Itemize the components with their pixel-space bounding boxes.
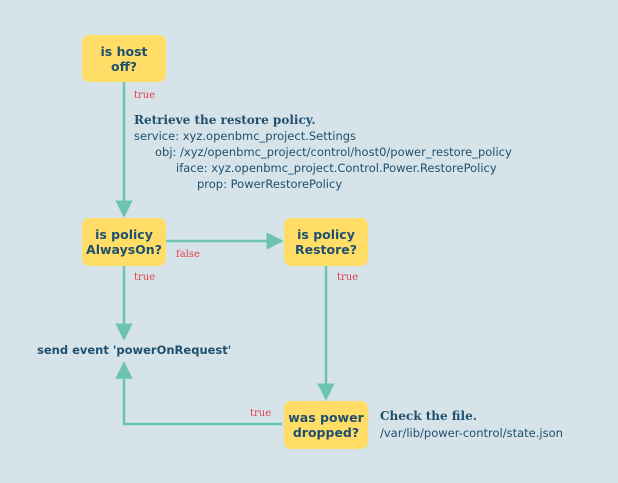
retrieve-note-obj: obj: /xyz/openbmc_project/control/host0/… [155,145,512,159]
node-was-power-dropped: was power dropped? [284,401,368,449]
edge-label-restore-true: true [337,272,359,283]
retrieve-note-service: service: xyz.openbmc_project.Settings [134,129,357,143]
check-note-path: /var/lib/power-control/state.json [380,426,563,440]
retrieve-note-prop: prop: PowerRestorePolicy [197,177,343,191]
retrieve-note-title: Retrieve the restore policy. [134,113,316,127]
edge-label-hostoff-true: true [134,90,156,101]
node-is-policy-restore: is policy Restore? [284,218,368,266]
node-is-host-off: is host off? [82,35,166,82]
edge-label-alwayson-false: false [176,249,200,260]
arrow-dropped-to-sendevent [115,361,282,426]
send-event-poweronrequest: send event 'powerOnRequest' [37,343,232,357]
node-is-policy-alwayson: is policy AlwaysOn? [82,218,166,266]
edge-label-dropped-true: true [250,408,272,419]
check-note-title: Check the file. [380,409,477,423]
retrieve-note-iface: iface: xyz.openbmc_project.Control.Power… [176,161,497,175]
edge-label-alwayson-true: true [134,272,156,283]
